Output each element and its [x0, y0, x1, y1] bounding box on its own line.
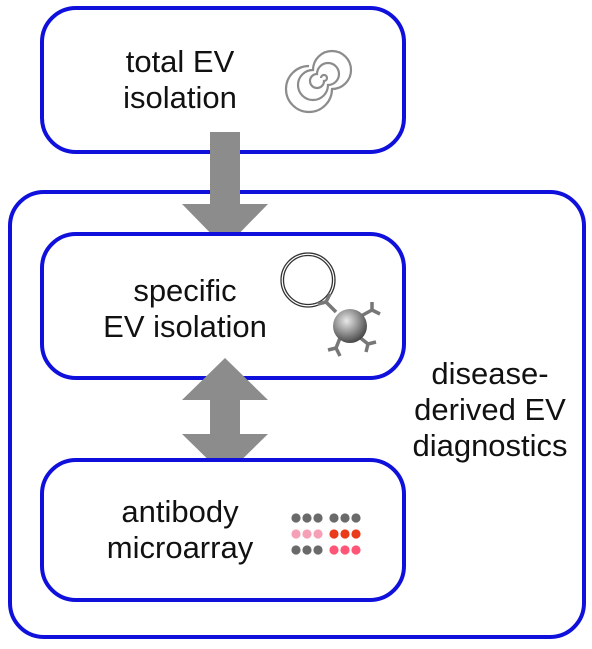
microarray-dot [302, 513, 312, 523]
microarray-dot [291, 529, 301, 539]
microarray-dots-icon [291, 513, 361, 555]
microarray-label-line1: antibody [121, 494, 239, 529]
group-label-line3: diagnostics [412, 428, 568, 463]
microarray-dot [291, 513, 301, 523]
total-label-line1: total EV [125, 44, 235, 79]
group-label-line2: derived EV [414, 392, 566, 427]
microarray-dot [313, 545, 323, 555]
microarray-dot [351, 513, 361, 523]
microarray-dot [329, 529, 339, 539]
microarray-dot [313, 513, 323, 523]
microarray-dot [340, 545, 350, 555]
microarray-dot [302, 529, 312, 539]
specific-label-line2: EV isolation [103, 309, 267, 344]
antibody-microarray-label: antibody microarray [85, 494, 275, 566]
microarray-dot [329, 513, 339, 523]
total-ev-isolation-label: total EV isolation [90, 44, 270, 116]
microarray-dot [351, 529, 361, 539]
microarray-dot [291, 545, 301, 555]
microarray-dot [313, 529, 323, 539]
microarray-dot [340, 513, 350, 523]
down-arrow [182, 132, 268, 248]
specific-label-line1: specific [133, 273, 237, 308]
spiral-icon [284, 49, 353, 114]
specific-ev-isolation-label: specific EV isolation [80, 273, 290, 345]
microarray-dot [351, 545, 361, 555]
microarray-dot [302, 545, 312, 555]
microarray-label-line2: microarray [106, 530, 254, 565]
microarray-dot [329, 545, 339, 555]
total-label-line2: isolation [123, 80, 237, 115]
antibody-bound-vesicle-icon [280, 252, 381, 357]
microarray-dot [340, 529, 350, 539]
total-ev-isolation-box [40, 6, 406, 154]
double-headed-arrow [182, 358, 268, 476]
group-label-line1: disease- [431, 356, 549, 391]
diagnostics-group-label: disease- derived EV diagnostics [400, 356, 580, 464]
